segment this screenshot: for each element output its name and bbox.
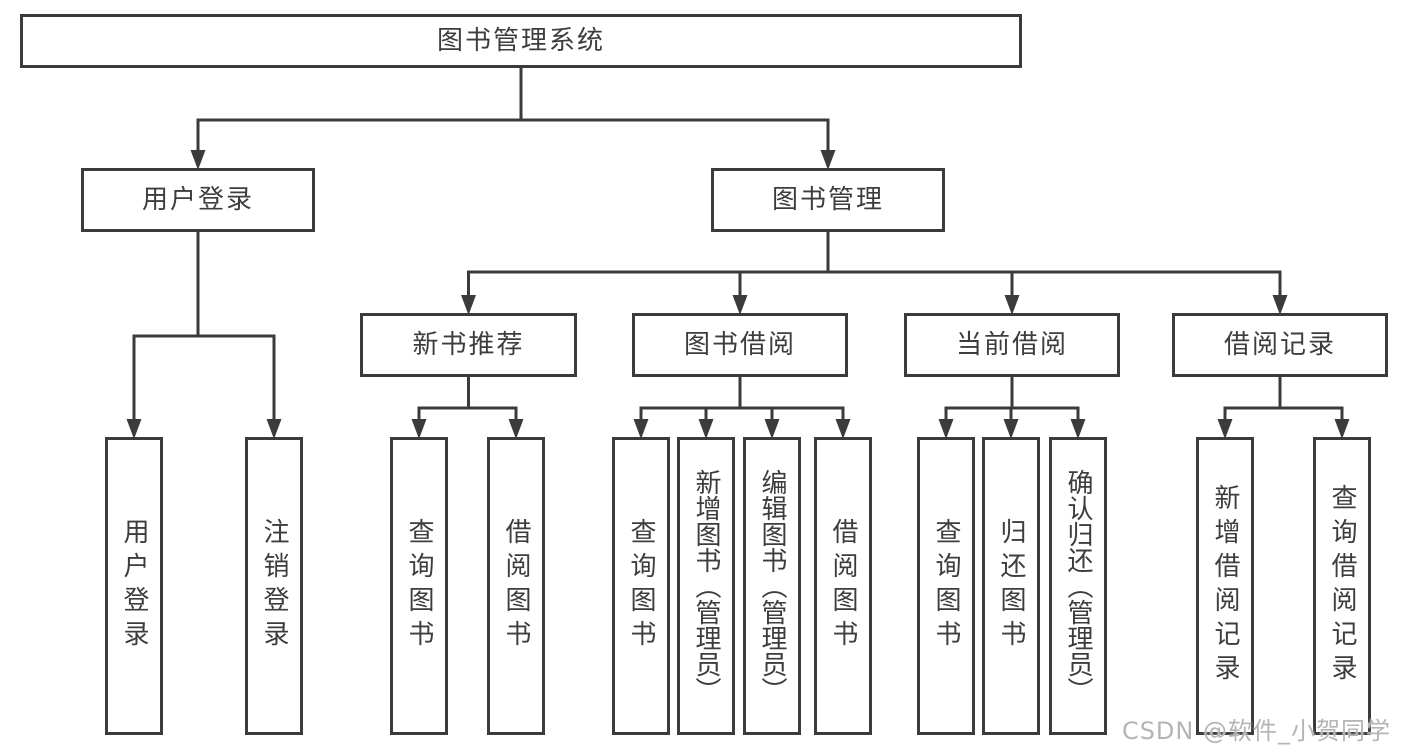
node-leaf-cb-query: 查询图书 xyxy=(917,437,975,735)
node-leaf-user-login: 用户登录 xyxy=(105,437,163,735)
node-label: 查询借阅记录 xyxy=(1327,484,1357,688)
node-label: 借阅记录 xyxy=(1223,330,1336,360)
node-label: 借阅图书 xyxy=(828,518,858,654)
node-label: 查询图书 xyxy=(626,518,656,654)
node-label: 确认归还（管理员） xyxy=(1063,469,1093,703)
node-label: 查询图书 xyxy=(931,518,961,654)
node-label: 归还图书 xyxy=(996,518,1026,654)
node-label: 用户登录 xyxy=(141,185,254,215)
node-label: 图书管理 xyxy=(771,185,884,215)
node-label: 图书管理系统 xyxy=(436,26,605,56)
node-book-borrow: 图书借阅 xyxy=(632,313,848,377)
node-borrow-records: 借阅记录 xyxy=(1172,313,1388,377)
node-leaf-bb-add: 新增图书（管理员） xyxy=(677,437,735,735)
node-label: 借阅图书 xyxy=(501,518,531,654)
node-root: 图书管理系统 xyxy=(20,14,1022,68)
node-leaf-cb-return: 归还图书 xyxy=(982,437,1040,735)
watermark: CSDN @软件_小贺同学 xyxy=(1121,717,1391,745)
node-book-mgmt: 图书管理 xyxy=(711,168,945,232)
node-leaf-bb-edit: 编辑图书（管理员） xyxy=(743,437,801,735)
node-leaf-cb-confirm: 确认归还（管理员） xyxy=(1049,437,1107,735)
node-current-borrow: 当前借阅 xyxy=(904,313,1120,377)
node-label: 编辑图书（管理员） xyxy=(757,469,787,703)
node-new-books: 新书推荐 xyxy=(360,313,577,377)
node-label: 当前借阅 xyxy=(955,330,1068,360)
node-leaf-bb-query: 查询图书 xyxy=(612,437,670,735)
node-label: 查询图书 xyxy=(404,518,434,654)
node-leaf-nb-query: 查询图书 xyxy=(390,437,448,735)
node-label: 用户登录 xyxy=(119,518,149,654)
node-label: 新增图书（管理员） xyxy=(691,469,721,703)
node-label: 新增借阅记录 xyxy=(1210,484,1240,688)
node-leaf-br-query: 查询借阅记录 xyxy=(1313,437,1371,735)
node-leaf-br-add: 新增借阅记录 xyxy=(1196,437,1254,735)
node-leaf-logout: 注销登录 xyxy=(245,437,303,735)
node-leaf-bb-borrow: 借阅图书 xyxy=(814,437,872,735)
node-label: 图书借阅 xyxy=(683,330,796,360)
node-user-login: 用户登录 xyxy=(81,168,315,232)
node-label: 注销登录 xyxy=(259,518,289,654)
node-leaf-nb-borrow: 借阅图书 xyxy=(487,437,545,735)
node-label: 新书推荐 xyxy=(412,330,525,360)
